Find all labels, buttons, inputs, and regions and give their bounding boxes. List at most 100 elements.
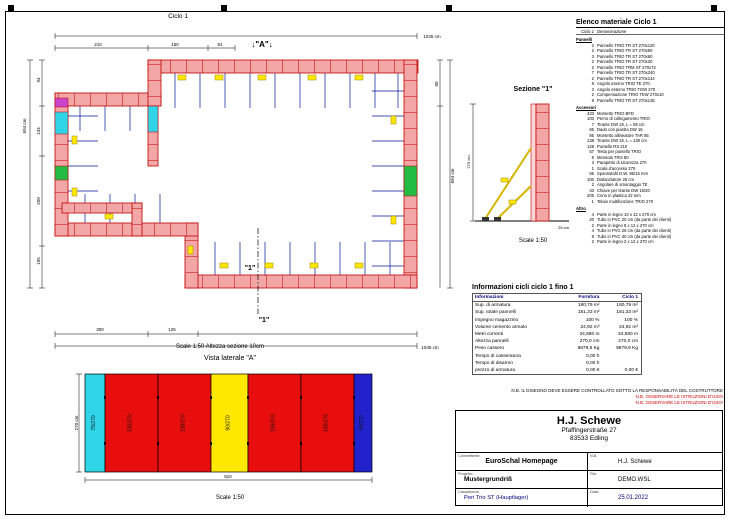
material-name: Mensola TRG 80 [597,154,629,160]
date-label: Data: [590,490,600,494]
panel-magenta [54,97,69,108]
registration-mark [221,5,227,11]
title-block-row: Progetto: Mustergrundriß File: DEMO.WSL [456,471,722,489]
base-plate [482,217,489,221]
material-qty: 55 [589,171,594,176]
client-cell: Committente: EuroSchal Homepage [456,453,588,470]
material-qty: 2 [591,75,594,81]
cycle-info-cell: 0,00 € [624,368,639,374]
material-qty: 128 [587,143,594,149]
panel-cyan [54,111,69,135]
cycle-info-cell: 270,0 cm [579,339,600,345]
material-qty: 2 [591,239,594,244]
note-line-red: N.B. OSSERVARE LE ISTRUZIONI D'USO! [635,394,723,399]
panel [353,373,373,473]
company-address: Pfaffingerstraße 27 [561,427,617,434]
company-block: H.J. Schewe Pfaffingerstraße 27 83533 Ed… [456,411,722,453]
col-informazioni: Informazioni [475,295,504,300]
panel-labels: 75/270 135/270 135/270 90/270 135/270 13… [91,414,365,432]
side-view-dims [76,373,373,483]
panel-label: 135/270 [128,414,134,432]
material-name: Parte in legno 8 x 12 x 270 cm [597,222,654,228]
dim-label: 25 cm [558,225,570,230]
material-qty: 7 [591,121,594,127]
material-qty: 3 [591,160,594,165]
file-label: File: [590,472,598,476]
file-value: DEMO.WSL [618,476,651,483]
note-line: N.B. IL DISEGNO DEVE ESSERE CONTROLLATO … [511,388,723,393]
side-view-title: Vista laterale "A" [204,355,256,362]
material-qty: 3 [591,53,594,59]
cycle-info-cell: 0,00 h [586,360,600,366]
cycle-info-cell: Volume cemento armato [475,324,527,330]
material-name: Pannello TRIO TR ST 270x60 [597,53,653,59]
cycle-info-header: Informazioni Fornitura Ciclo 1 [473,294,641,303]
wall-top [147,59,419,74]
panel-label: 135/270 [181,414,187,432]
plan-drawing: 210 150 91 1045 cm 694 cm 94 134 250 195… [22,33,455,350]
dim-label: 134 [36,127,41,135]
title-block-row: Committente: EuroSchal Homepage N.B. H.J… [456,453,722,471]
panel [210,373,249,473]
material-name: Pannello TRIO TRM ST 270x72 [597,64,656,70]
material-list-title: Elenco materiale Ciclo 1 [576,19,724,28]
material-qty: 57 [589,149,594,154]
material-name: Chiave per tirante DW 15/20 [597,187,650,193]
cycle-info-row: Impegno magazzino 100 % 100 % [473,317,641,324]
panel-green [54,165,69,181]
material-qty: 7 [591,70,594,75]
material-qty: 4 [591,228,594,233]
material-name: Angolare di smontaggio TE [597,182,648,187]
material-name: Compensazione TRIO TEW 270x10 [597,92,664,97]
cycle-info-cell: 100 % [585,317,600,323]
project-value: Mustergrundriß [464,476,513,483]
client-value: EuroSchal Homepage [485,458,558,465]
material-qty: 2 [591,92,594,97]
material-qty: 2 [591,222,594,228]
panel [104,373,159,473]
material-name: Pannello TRIO TR ST 270x144 [597,75,655,81]
cycle-info-cell: 270,0 cm [618,339,639,345]
material-qty: 8 [591,81,594,86]
material-name: Puntello RS 210 [597,143,628,149]
material-name: Parte in legno 2 x 12 x 270 cm [597,239,654,244]
cycle-info-cell: 100 % [624,317,639,323]
cycle-info-cell: prezzo di armatura [475,368,515,374]
material-name: Parte in legno 10 x 12 x 270 cm [597,211,656,217]
material-name: Tirante DW 15, L = 130 cm [597,138,647,143]
side-view-scale: Scale 1:50 [215,495,245,501]
project-cell: Progetto: Mustergrundriß [456,471,588,488]
material-name: Morsetto TRIO BFD [597,110,634,116]
material-name: Angolo interno TRIO TE 270 [597,81,650,86]
material-qty: 20 [589,217,594,222]
material-qty: 2 [591,48,594,53]
company-name: H.J. Schewe [556,415,622,427]
wall-upper-left-vertical [147,59,162,107]
material-name: Tubo in PVC 26 cm (da parte dei clienti) [597,228,672,233]
nb-notes: N.B. IL DISEGNO DEVE ESSERE CONTROLLATO … [455,388,723,406]
material-qty: 3 [591,86,594,92]
material-qty: 433 [587,110,594,116]
cycle-info-cell: Impegno magazzino [475,317,519,323]
cycle-info-cell: 34,580 m [579,332,600,338]
panel [300,373,355,473]
material-col-cycle: Ciclo 1 [581,28,594,34]
dim-label: 250 [36,197,41,205]
material-qty: 1 [591,165,594,171]
material-name: Parapetto di sicurezza 270 [597,160,647,165]
